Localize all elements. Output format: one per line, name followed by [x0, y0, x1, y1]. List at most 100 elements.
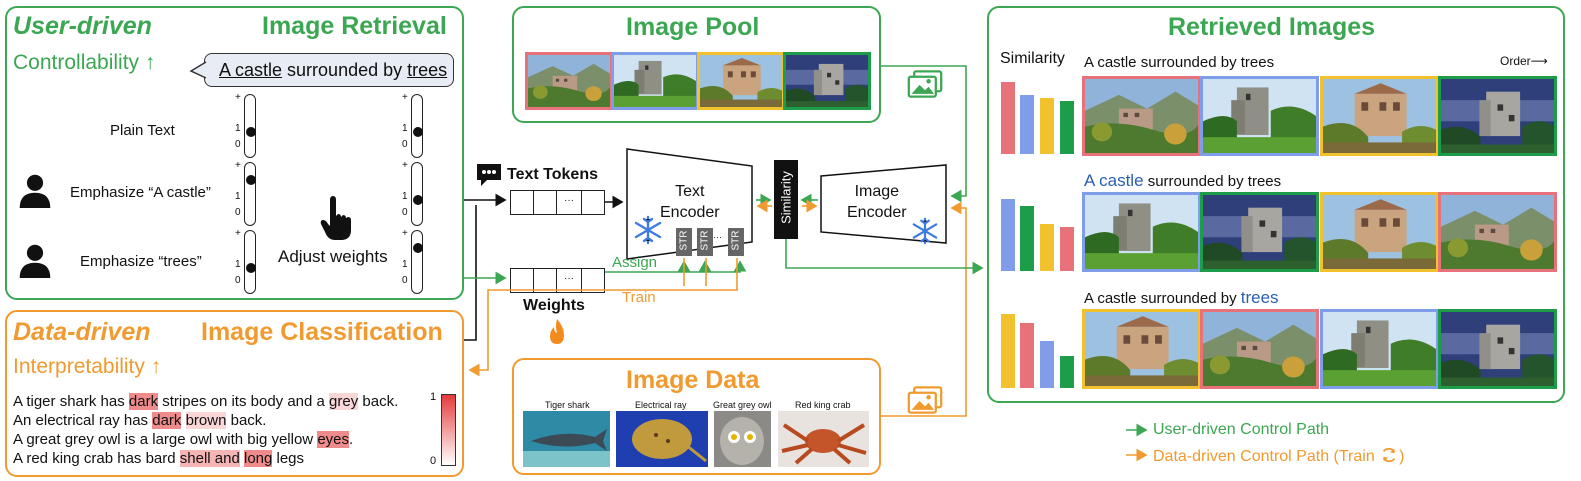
order-label: Order⟶	[1500, 54, 1548, 68]
great-grey-owl-image	[714, 411, 771, 467]
caption-red-king-crab: Red king crab	[795, 400, 851, 410]
query-2: A castle surrounded by trees	[1084, 171, 1282, 190]
image-pool-title: Image Pool	[626, 13, 760, 41]
slider-tick: 0	[402, 139, 408, 150]
weight-cell	[533, 268, 557, 293]
attention-highlight: grey	[329, 393, 359, 410]
slider-knob[interactable]	[413, 195, 423, 205]
retrieved-image	[1082, 309, 1201, 389]
query-word-a-castle: A castle	[219, 60, 283, 80]
fire-icon	[550, 319, 564, 344]
slider-tick: 0	[235, 275, 241, 286]
attention-colorbar	[441, 394, 456, 466]
query-bubble	[204, 53, 454, 87]
slider-knob[interactable]	[246, 175, 256, 185]
str-block	[676, 228, 692, 256]
weight-cell	[510, 268, 534, 293]
text-encoder-shape	[626, 148, 753, 260]
retrieved-image	[1082, 76, 1201, 156]
slider-tick: +	[402, 160, 408, 171]
slider-tick: 1	[402, 191, 408, 202]
weight-slider[interactable]	[244, 230, 256, 294]
slider-knob[interactable]	[246, 127, 256, 137]
weight-slider[interactable]	[244, 162, 256, 226]
legend-user: User-driven Control Path	[1153, 421, 1330, 438]
colorbar-max: 1	[430, 391, 437, 403]
weight-cell	[581, 268, 605, 293]
image-retrieval-title: Image Retrieval	[262, 12, 447, 40]
similarity-bar	[1040, 98, 1054, 154]
query-2-emph: A castle	[1084, 171, 1144, 190]
adjust-weights-label: Adjust weights	[278, 247, 388, 266]
interpretability-label: Interpretability ↑	[13, 355, 162, 378]
cycle-icon	[1382, 447, 1396, 463]
retrieved-image	[1320, 192, 1439, 272]
query-3: A castle surrounded by trees	[1084, 288, 1279, 307]
message-icon	[477, 164, 501, 186]
retrieved-image	[1200, 192, 1319, 272]
weight-slider[interactable]	[411, 230, 423, 294]
colorbar-min: 0	[430, 455, 437, 467]
retrieved-image	[1200, 76, 1319, 156]
similarity-bar	[1020, 95, 1034, 154]
slider-knob[interactable]	[413, 243, 423, 253]
slider-tick: +	[235, 160, 241, 171]
similarity-bar	[1040, 341, 1054, 388]
attention-highlight: long	[243, 450, 273, 467]
weight-slider[interactable]	[244, 94, 256, 158]
slider-knob[interactable]	[413, 127, 423, 137]
caption-tiger-shark: Tiger shark	[545, 400, 590, 410]
weight-slider[interactable]	[411, 162, 423, 226]
slider-tick: 1	[235, 191, 241, 202]
slider-tick: +	[235, 92, 241, 103]
similarity-bar	[1001, 314, 1015, 388]
image-encoder-shape	[820, 164, 947, 244]
similarity-bar	[1060, 356, 1074, 388]
query-mid: surrounded by	[282, 60, 408, 80]
slider-tick: +	[235, 228, 241, 239]
electrical-ray-image	[616, 411, 708, 467]
retrieved-images-title: Retrieved Images	[1168, 13, 1376, 41]
slider-tick: 1	[402, 259, 408, 270]
slider-knob[interactable]	[246, 263, 256, 273]
token-cell	[533, 190, 557, 215]
weight-slider[interactable]	[411, 94, 423, 158]
query-3-emph: trees	[1240, 288, 1279, 307]
data-driven-panel	[5, 310, 464, 477]
retrieved-image	[1438, 309, 1557, 389]
tiger-shark-image	[523, 411, 610, 467]
str-dots: ···	[713, 232, 722, 242]
row-emphasize-castle: Emphasize “A castle”	[70, 184, 211, 201]
legend-data: Data-driven Control Path (Train )	[1153, 447, 1405, 465]
token-cell	[510, 190, 534, 215]
image-data-title: Image Data	[626, 366, 760, 394]
retrieved-image	[1438, 76, 1557, 156]
sentence-2: An electrical ray has dark brown back.	[13, 412, 267, 429]
sentence-4: A red king crab has bard shell and long …	[13, 450, 305, 467]
slider-tick: 0	[235, 207, 241, 218]
similarity-bar	[1060, 227, 1074, 271]
image-classification-title: Image Classification	[201, 318, 443, 346]
retrieved-image	[1320, 309, 1439, 389]
similarity-header: Similarity	[1000, 50, 1065, 67]
slider-tick: +	[402, 228, 408, 239]
text-tokens-label: Text Tokens	[507, 166, 598, 183]
str-block	[697, 228, 713, 256]
attention-highlight: brown	[185, 412, 227, 429]
caption-great-grey-owl: Great grey owl	[713, 400, 772, 410]
retrieved-image	[1082, 192, 1201, 272]
token-cell	[581, 190, 605, 215]
slider-tick: 1	[402, 123, 408, 134]
slider-tick: 0	[235, 139, 241, 150]
retrieved-image	[1320, 76, 1439, 156]
slider-tick: +	[402, 92, 408, 103]
query-1: A castle surrounded by trees	[1084, 54, 1275, 71]
data-driven-title: Data-driven	[13, 318, 151, 346]
pool-image	[783, 52, 871, 110]
retrieved-image	[1438, 192, 1557, 272]
query-bubble-tail	[189, 61, 207, 79]
image-encoder-label: Image Encoder	[847, 183, 907, 221]
slider-tick: 0	[402, 207, 408, 218]
snowflake-icon	[634, 215, 662, 245]
